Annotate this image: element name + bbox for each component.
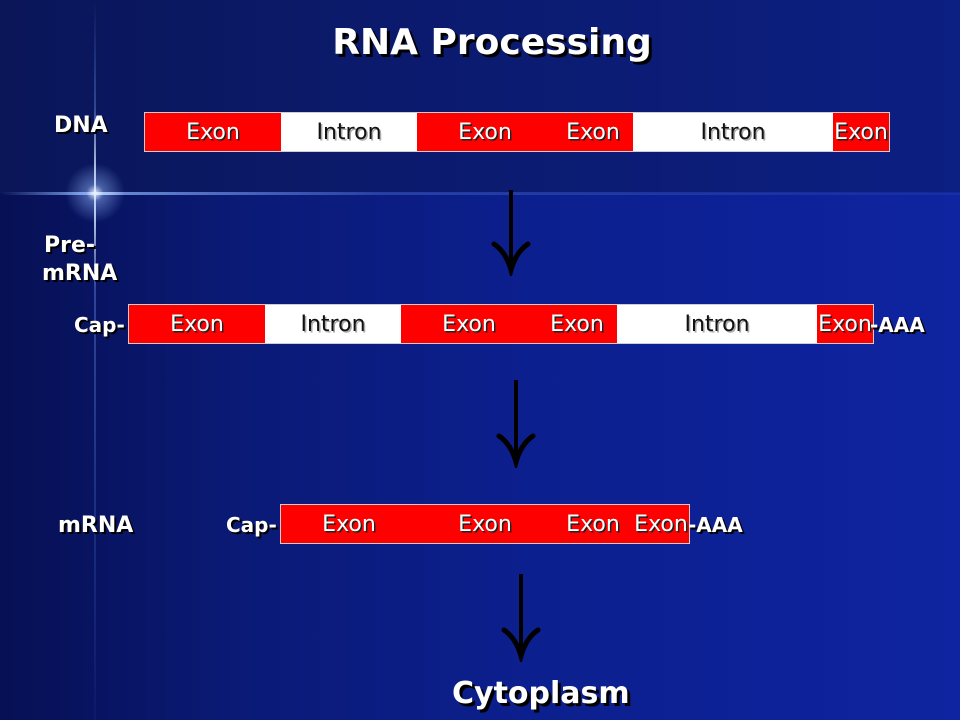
mrna-segment-2: Exon: [417, 505, 553, 543]
mrna-cap: Cap-: [226, 513, 277, 537]
dna-label: DNA: [54, 113, 108, 138]
premrna-label-line2: mRNA: [42, 261, 118, 286]
premrna-label-line1: Pre-: [44, 233, 96, 258]
background-bottom: [0, 193, 960, 720]
premrna-cap: Cap-: [74, 313, 125, 337]
dna-segment-3: Exon: [417, 113, 553, 151]
down-arrow-icon: [491, 190, 531, 276]
mrna-segment-4: Exon: [633, 505, 689, 543]
slide-title: RNA Processing: [332, 22, 652, 63]
dna-segment-1: Exon: [145, 113, 281, 151]
dna-segment-2: Intron: [281, 113, 417, 151]
down-arrow-icon: [496, 380, 536, 468]
premrna-strand: Exon Intron Exon Exon Intron Exon: [128, 304, 874, 344]
lens-flare-vertical: [94, 0, 96, 720]
premrna-segment-3: Exon: [401, 305, 537, 343]
premrna-segment-6: Exon: [817, 305, 873, 343]
mrna-strand: Exon Exon Exon Exon: [280, 504, 690, 544]
down-arrow-icon: [501, 574, 541, 662]
mrna-label: mRNA: [58, 513, 134, 538]
dna-segment-5: Intron: [633, 113, 833, 151]
cytoplasm-label: Cytoplasm: [452, 676, 630, 711]
dna-segment-4: Exon: [553, 113, 633, 151]
premrna-segment-5: Intron: [617, 305, 817, 343]
premrna-tail: -AAA: [870, 313, 925, 337]
dna-strand: Exon Intron Exon Exon Intron Exon: [144, 112, 890, 152]
background-top: [0, 0, 960, 193]
mrna-segment-3: Exon: [553, 505, 633, 543]
premrna-segment-1: Exon: [129, 305, 265, 343]
mrna-tail: -AAA: [688, 513, 743, 537]
lens-flare-horizontal: [0, 192, 960, 195]
lens-flare-glow: [65, 163, 125, 223]
premrna-segment-4: Exon: [537, 305, 617, 343]
dna-segment-6: Exon: [833, 113, 889, 151]
mrna-segment-1: Exon: [281, 505, 417, 543]
premrna-segment-2: Intron: [265, 305, 401, 343]
